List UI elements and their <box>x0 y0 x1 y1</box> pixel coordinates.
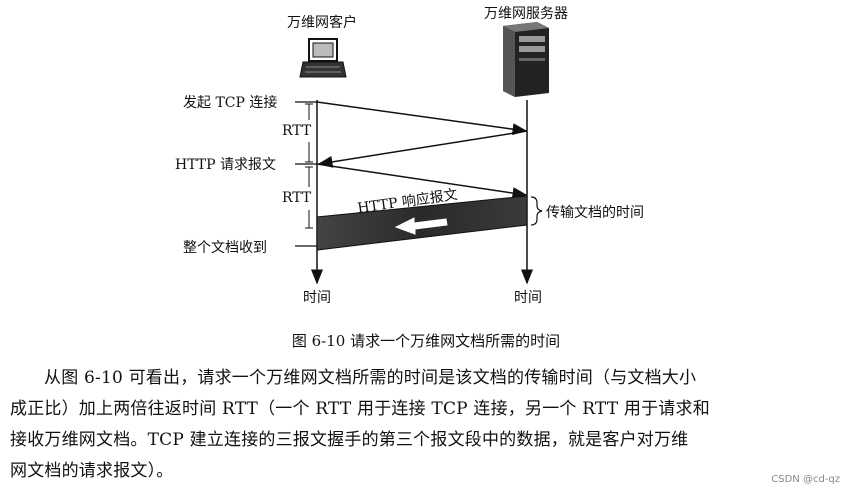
http-request-label: HTTP 请求报文 <box>175 157 277 173</box>
response-direction-arrow <box>394 217 448 235</box>
tcp-syn-arrow <box>316 101 528 136</box>
transfer-time-brace <box>530 196 543 226</box>
tcp-synack-arrow <box>317 130 528 168</box>
paragraph-line-3: 接收万维网文档。TCP 建立连接的三报文握手的第三个报文段中的数据，就是客户对万… <box>10 430 689 450</box>
doc-received-label: 整个文档收到 <box>183 240 267 256</box>
rtt2-bracket <box>305 166 313 229</box>
paragraph-line-2: 成正比）加上两倍往返时间 RTT（一个 RTT 用于连接 TCP 连接，另一个 … <box>10 399 710 419</box>
paragraph-line-4: 网文档的请求报文）。 <box>10 461 174 481</box>
tcp-connect-label: 发起 TCP 连接 <box>183 95 278 111</box>
transfer-time-label: 传输文档的时间 <box>546 205 644 221</box>
timeline-diagram <box>295 22 549 285</box>
rtt2-label: RTT <box>282 190 312 206</box>
client-computer-icon <box>299 38 347 78</box>
watermark: CSDN @cd-qz <box>771 474 840 485</box>
time-label-server: 时间 <box>514 290 542 306</box>
server-label: 万维网服务器 <box>484 6 568 22</box>
server-tower-icon <box>503 22 549 97</box>
time-label-client: 时间 <box>303 290 331 306</box>
body-paragraph: 从图 6-10 可看出，请求一个万维网文档所需的时间是该文档的传输时间（与文档大… <box>10 363 848 487</box>
rtt1-label: RTT <box>282 123 312 139</box>
figure-caption: 图 6-10 请求一个万维网文档所需的时间 <box>291 332 561 350</box>
client-label: 万维网客户 <box>287 15 357 31</box>
paragraph-line-1: 从图 6-10 可看出，请求一个万维网文档所需的时间是该文档的传输时间（与文档大… <box>44 368 697 388</box>
rtt1-bracket <box>305 103 313 163</box>
http-request-arrow <box>316 163 528 199</box>
